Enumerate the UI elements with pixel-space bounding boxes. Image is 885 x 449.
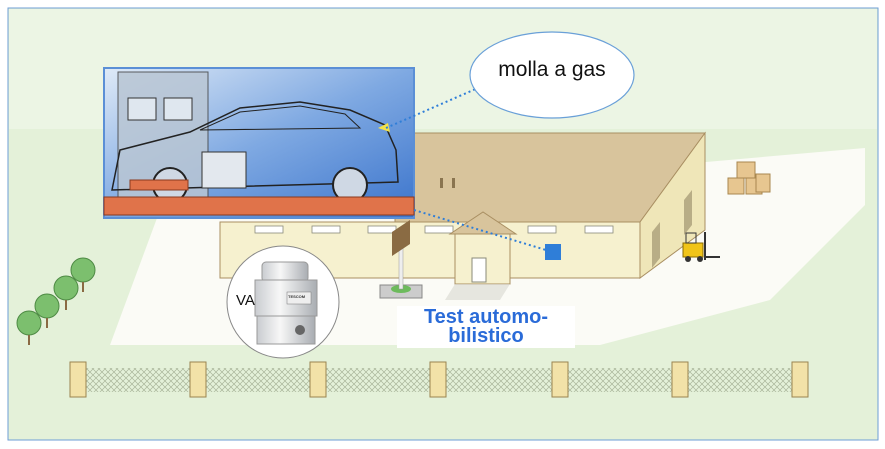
caption-line-2: bilistico [448,325,524,347]
guard-house [445,211,518,300]
caption: Test automo- bilistico [397,306,575,347]
callout-label: molla a gas [498,58,606,81]
car-test-inset [103,67,415,219]
valve-callout [226,245,340,359]
stacked-crates [727,161,771,195]
fence [69,361,809,398]
valve-brand: TESCOM [288,294,306,299]
forklift [682,232,720,262]
test-location-marker [545,244,561,260]
callout-leader [385,87,479,129]
caption-box [397,306,575,348]
trees [16,257,96,345]
caption-line-1: Test automo- [423,306,549,328]
valve-label: VA [236,292,255,309]
callout-bubble [469,31,635,119]
signpost [379,220,423,299]
